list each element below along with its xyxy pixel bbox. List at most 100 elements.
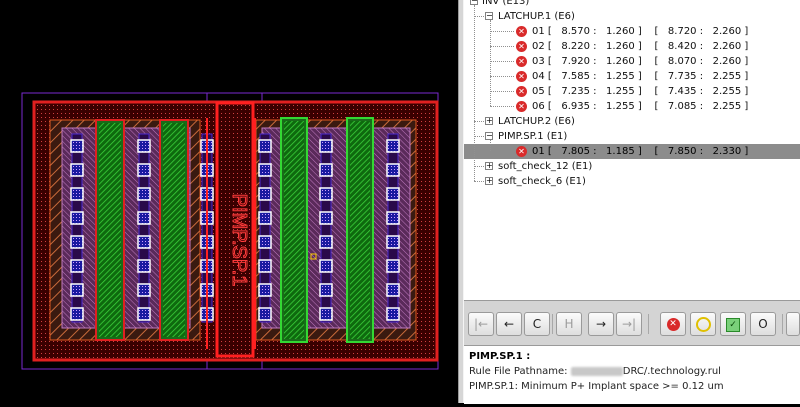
- violation-marker-label: PIMP.SP.1: [228, 194, 250, 287]
- result-row[interactable]: ✕04 [ 7.585 : 1.255 ] [ 7.735 : 2.255 ]: [516, 69, 748, 84]
- contact-1-2: [70, 163, 84, 177]
- contact-strip-6: [387, 133, 399, 323]
- tree-connector: [490, 31, 514, 33]
- highlight-button[interactable]: H: [556, 312, 582, 336]
- contact-1-3: [70, 187, 84, 201]
- waive-icon: [695, 317, 711, 332]
- contact-1-1: [70, 139, 84, 153]
- contact-6-5: [386, 235, 400, 249]
- tree-connector: [490, 140, 492, 151]
- contact-6-6: [386, 259, 400, 273]
- first-button[interactable]: |←: [468, 312, 494, 336]
- contact-6-7: [386, 283, 400, 297]
- contact-strip-2: [138, 133, 150, 323]
- contact-2-7: [137, 283, 151, 297]
- tree-group-soft_check_12[interactable]: soft_check_12 (E1): [498, 161, 593, 172]
- error-icon: ✕: [516, 85, 527, 97]
- contact-5-4: [319, 211, 333, 225]
- result-row[interactable]: ✕01 [ 7.805 : 1.185 ] [ 7.850 : 2.330 ]: [464, 144, 800, 159]
- contact-6-3: [386, 187, 400, 201]
- tree-connector: [490, 61, 514, 63]
- poly-fill-left-1: [99, 123, 121, 337]
- next-button[interactable]: →: [588, 312, 614, 336]
- tree-connector: [490, 20, 492, 106]
- contact-6-4: [386, 211, 400, 225]
- expander-pimp.sp.1[interactable]: −: [485, 131, 493, 140]
- expander-soft_check_6[interactable]: +: [485, 176, 493, 185]
- results-tree[interactable]: −INV (E13)−LATCHUP.1 (E6)✕01 [ 8.570 : 1…: [464, 0, 800, 301]
- contact-6-2: [386, 163, 400, 177]
- results-panel: −INV (E13)−LATCHUP.1 (E6)✕01 [ 8.570 : 1…: [464, 0, 800, 404]
- mark-error-button[interactable]: ✕: [660, 312, 686, 336]
- contact-4-3: [258, 187, 272, 201]
- contact-5-2: [319, 163, 333, 177]
- contact-1-5: [70, 235, 84, 249]
- tree-node-top[interactable]: INV (E13): [482, 0, 530, 7]
- toolbar-separator: [552, 314, 553, 334]
- tree-group-latchup.1[interactable]: LATCHUP.1 (E6): [498, 11, 575, 22]
- rule-info-panel: PIMP.SP.1 : Rule File Pathname: DRC/.tec…: [464, 345, 800, 404]
- error-icon: ✕: [516, 70, 527, 82]
- tree-connector: [474, 166, 486, 168]
- tree-connector: [490, 91, 514, 93]
- tree-connector: [490, 106, 514, 108]
- result-row[interactable]: ✕02 [ 8.220 : 1.260 ] [ 8.420 : 2.260 ]: [516, 39, 748, 54]
- mark-other-button[interactable]: O: [750, 312, 776, 336]
- contact-1-4: [70, 211, 84, 225]
- contact-1-8: [70, 307, 84, 321]
- error-icon: ✕: [516, 40, 527, 52]
- toolbar-overflow-button[interactable]: [786, 312, 800, 336]
- tree-connector: [490, 76, 514, 78]
- error-icon: ✕: [516, 145, 527, 157]
- contact-2-6: [137, 259, 151, 273]
- tree-group-soft_check_6[interactable]: soft_check_6 (E1): [498, 176, 586, 187]
- error-icon: ✕: [516, 55, 527, 67]
- contact-2-3: [137, 187, 151, 201]
- mark-fixed-button[interactable]: ✓: [720, 312, 746, 336]
- pathname-value: DRC/.technology.rul: [622, 366, 721, 377]
- error-icon: ✕: [666, 318, 680, 331]
- expander-latchup.1[interactable]: −: [485, 11, 493, 20]
- expander-latchup.2[interactable]: +: [485, 116, 493, 125]
- expander-top[interactable]: −: [470, 0, 478, 5]
- layout-view[interactable]: PIMP.SP.1: [0, 0, 458, 403]
- expander-soft_check_12[interactable]: +: [485, 161, 493, 170]
- tree-group-latchup.2[interactable]: LATCHUP.2 (E6): [498, 116, 575, 127]
- contact-5-7: [319, 283, 333, 297]
- contact-1-7: [70, 283, 84, 297]
- poly-fill-left-2: [163, 123, 185, 337]
- contact-4-5: [258, 235, 272, 249]
- result-row[interactable]: ✕03 [ 7.920 : 1.260 ] [ 8.070 : 2.260 ]: [516, 54, 748, 69]
- result-row[interactable]: ✕01 [ 8.570 : 1.260 ] [ 8.720 : 2.260 ]: [516, 24, 748, 39]
- redacted-path: [570, 366, 623, 376]
- result-row[interactable]: ✕06 [ 6.935 : 1.255 ] [ 7.085 : 2.255 ]: [516, 99, 748, 114]
- contact-4-2: [258, 163, 272, 177]
- rule-title: PIMP.SP.1 :: [469, 351, 531, 362]
- contact-2-5: [137, 235, 151, 249]
- error-icon: ✕: [516, 100, 527, 112]
- panel-splitter[interactable]: [458, 0, 464, 403]
- prev-button[interactable]: ←: [496, 312, 522, 336]
- mark-waive-button[interactable]: [690, 312, 716, 336]
- contact-4-1: [258, 139, 272, 153]
- contact-5-1: [319, 139, 333, 153]
- check-icon: ✓: [726, 317, 740, 332]
- contact-6-1: [386, 139, 400, 153]
- tree-connector: [474, 121, 486, 123]
- contact-5-6: [319, 259, 333, 273]
- pathname-label: Rule File Pathname:: [469, 366, 568, 377]
- layout-canvas[interactable]: PIMP.SP.1: [0, 0, 458, 403]
- contact-4-6: [258, 259, 272, 273]
- result-row[interactable]: ✕05 [ 7.235 : 1.255 ] [ 7.435 : 2.255 ]: [516, 84, 748, 99]
- contact-1-6: [70, 259, 84, 273]
- contact-5-5: [319, 235, 333, 249]
- contact-2-4: [137, 211, 151, 225]
- last-button[interactable]: →|: [616, 312, 642, 336]
- error-icon: ✕: [516, 25, 527, 37]
- contact-strip-4: [259, 133, 271, 323]
- tree-group-pimp.sp.1[interactable]: PIMP.SP.1 (E1): [498, 131, 568, 142]
- violation-edge-right: [254, 118, 256, 349]
- contact-2-2: [137, 163, 151, 177]
- clear-button[interactable]: C: [524, 312, 550, 336]
